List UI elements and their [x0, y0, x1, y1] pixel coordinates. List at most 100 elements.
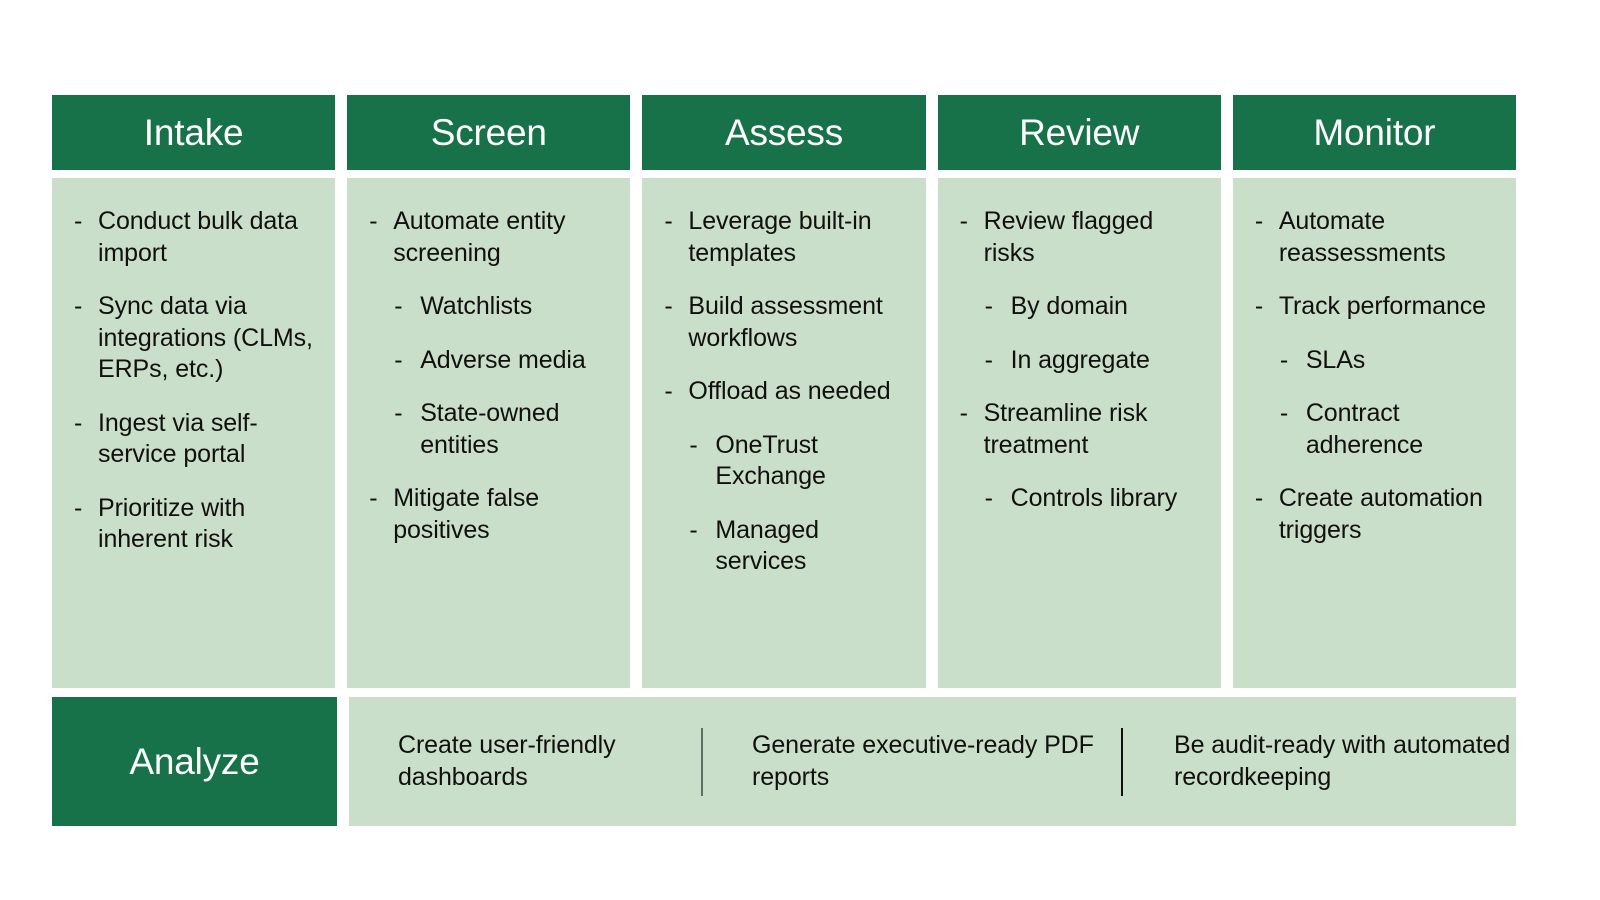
- list-item-label: Controls library: [1010, 484, 1178, 512]
- bullet-dash-icon: -: [1254, 207, 1264, 235]
- list-item: - Automate entity screening: [361, 206, 616, 269]
- stage-header-monitor: Monitor: [1232, 95, 1517, 170]
- list-item-label: Conduct bulk data import: [98, 207, 298, 267]
- list-item-label: State-owned entities: [420, 399, 560, 459]
- bullet-dash-icon: -: [689, 515, 698, 544]
- analyze-label-box: Analyze: [52, 697, 337, 826]
- stage-body-monitor: - Automate reassessments - Track perform…: [1232, 178, 1517, 688]
- bullet-dash-icon: -: [959, 207, 968, 235]
- bullet-dash-icon: -: [74, 493, 83, 522]
- list-item: - Build assessment workflows: [656, 291, 911, 354]
- list-item: - Streamline risk treatment: [952, 398, 1207, 461]
- list-item-label: Mitigate false positives: [393, 484, 540, 544]
- list-item-label: Create automation triggers: [1278, 484, 1483, 544]
- bullet-dash-icon: -: [369, 484, 378, 512]
- list-item-label: Track performance: [1278, 292, 1486, 320]
- analyze-item-label: Generate executive-ready PDF reports: [752, 731, 1094, 791]
- stage-body-review: - Review flagged risks - By domain - In …: [937, 178, 1221, 688]
- list-item: - Contract adherence: [1247, 398, 1502, 461]
- bullet-dash-icon: -: [984, 345, 993, 374]
- bullet-dash-icon: -: [394, 345, 403, 374]
- list-item: - Sync data via integrations (CLMs, ERPs…: [66, 291, 321, 386]
- list-item: - Adverse media: [361, 345, 616, 377]
- bullet-dash-icon: -: [1279, 399, 1289, 427]
- analyze-item-label: Be audit-ready with automated recordkeep…: [1174, 731, 1511, 791]
- bullet-dash-icon: -: [984, 292, 993, 320]
- analyze-title: Analyze: [129, 741, 260, 782]
- list-item-label: Review flagged risks: [983, 207, 1154, 267]
- list-item: - Watchlists: [361, 291, 616, 323]
- bullet-list: - Automate entity screening - Watchlists…: [361, 206, 616, 546]
- bullet-dash-icon: -: [74, 292, 83, 320]
- list-item-label: Streamline risk treatment: [983, 399, 1148, 459]
- analyze-item: Create user-friendly dashboards: [349, 728, 701, 796]
- stage-header-intake: Intake: [52, 95, 336, 170]
- stage-column-assess: Assess - Leverage built-in templates - B…: [642, 95, 926, 688]
- stage-header-assess: Assess: [642, 95, 926, 170]
- list-item-label: By domain: [1010, 292, 1128, 320]
- list-item: - SLAs: [1247, 345, 1502, 377]
- list-item: - OneTrust Exchange: [656, 430, 911, 493]
- list-item-label: Ingest via self-service portal: [98, 408, 258, 469]
- list-item-label: Managed services: [715, 515, 819, 576]
- list-item: - Automate reassessments: [1247, 206, 1502, 269]
- list-item-label: Build assessment workflows: [688, 292, 883, 352]
- bullet-list: - Review flagged risks - By domain - In …: [952, 206, 1207, 515]
- list-item-label: Adverse media: [420, 345, 586, 374]
- bullet-list: - Conduct bulk data import - Sync data v…: [66, 206, 321, 556]
- list-item: - Mitigate false positives: [361, 483, 616, 546]
- bullet-dash-icon: -: [74, 207, 83, 235]
- bullet-list: - Automate reassessments - Track perform…: [1247, 206, 1502, 546]
- list-item-label: SLAs: [1305, 345, 1366, 374]
- stage-column-monitor: Monitor - Automate reassessments - Track…: [1232, 95, 1517, 688]
- stage-body-screen: - Automate entity screening - Watchlists…: [347, 178, 631, 688]
- lifecycle-diagram: Intake - Conduct bulk data import - Sync…: [52, 95, 1517, 826]
- stage-header-screen: Screen: [347, 95, 631, 170]
- list-item-label: OneTrust Exchange: [715, 430, 826, 491]
- stage-body-assess: - Leverage built-in templates - Build as…: [642, 178, 926, 688]
- list-item-label: Prioritize with inherent risk: [98, 493, 246, 554]
- stage-body-intake: - Conduct bulk data import - Sync data v…: [52, 178, 336, 688]
- list-item-label: Automate reassessments: [1278, 207, 1446, 267]
- bullet-dash-icon: -: [1254, 484, 1264, 512]
- list-item: - Create automation triggers: [1247, 483, 1502, 546]
- bullet-dash-icon: -: [984, 484, 993, 512]
- bullet-dash-icon: -: [369, 207, 378, 235]
- stage-title: Screen: [430, 112, 547, 153]
- analyze-item-label: Create user-friendly dashboards: [398, 731, 616, 791]
- stage-title: Assess: [724, 112, 844, 153]
- list-item-label: Leverage built-in templates: [688, 207, 872, 267]
- bullet-dash-icon: -: [394, 399, 403, 427]
- bullet-dash-icon: -: [394, 292, 403, 320]
- list-item: - Managed services: [656, 515, 911, 578]
- stage-title: Review: [1019, 112, 1140, 153]
- bullet-dash-icon: -: [664, 292, 673, 320]
- analyze-row: Analyze Create user-friendly dashboards …: [52, 697, 1516, 826]
- list-item: - Review flagged risks: [952, 206, 1207, 269]
- list-item: - Prioritize with inherent risk: [66, 493, 321, 556]
- stage-title: Intake: [143, 112, 244, 153]
- list-item: - In aggregate: [952, 345, 1207, 377]
- bullet-dash-icon: -: [1254, 292, 1264, 320]
- bullet-dash-icon: -: [664, 207, 673, 235]
- bullet-dash-icon: -: [1279, 345, 1289, 374]
- list-item-label: Contract adherence: [1305, 399, 1424, 459]
- list-item-label: Watchlists: [420, 292, 533, 320]
- bullet-dash-icon: -: [689, 430, 698, 459]
- stage-columns: Intake - Conduct bulk data import - Sync…: [52, 95, 1517, 688]
- stage-title: Monitor: [1313, 112, 1436, 153]
- bullet-dash-icon: -: [664, 377, 673, 405]
- stage-header-review: Review: [937, 95, 1221, 170]
- stage-column-review: Review - Review flagged risks - By domai…: [937, 95, 1221, 688]
- list-item-label: Sync data via integrations (CLMs, ERPs, …: [98, 292, 313, 383]
- list-item: - By domain: [952, 291, 1207, 323]
- list-item: - Leverage built-in templates: [656, 206, 911, 269]
- analyze-items: Create user-friendly dashboards Generate…: [349, 697, 1516, 826]
- list-item: - Offload as needed: [656, 376, 911, 408]
- list-item: - Conduct bulk data import: [66, 206, 321, 269]
- list-item: - State-owned entities: [361, 398, 616, 461]
- bullet-dash-icon: -: [959, 399, 968, 427]
- list-item: - Ingest via self-service portal: [66, 408, 321, 471]
- bullet-list: - Leverage built-in templates - Build as…: [656, 206, 911, 578]
- stage-column-intake: Intake - Conduct bulk data import - Sync…: [52, 95, 336, 688]
